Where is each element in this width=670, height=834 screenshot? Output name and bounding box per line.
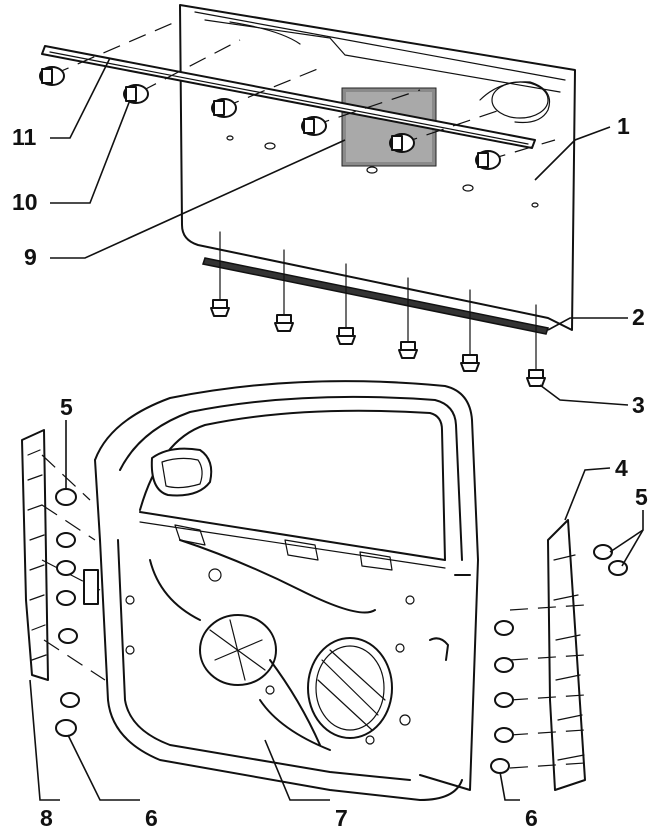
- right-clips: [490, 544, 628, 774]
- callout-5-right: 5: [635, 484, 648, 510]
- clip: [39, 66, 65, 86]
- mirror: [150, 447, 213, 497]
- bottom-seal-strip: [202, 257, 549, 335]
- screw: [526, 369, 546, 387]
- clip: [211, 98, 237, 118]
- clip: [494, 727, 514, 743]
- screw: [460, 354, 480, 372]
- callout-6-left: 6: [145, 805, 158, 831]
- callout-10: 10: [12, 189, 38, 215]
- clip: [593, 544, 613, 560]
- callout-7: 7: [335, 805, 348, 831]
- door-shell: [94, 380, 479, 801]
- clip: [389, 133, 415, 153]
- window-regulator: [149, 539, 376, 751]
- screw: [210, 299, 230, 317]
- callout-6-right: 6: [525, 805, 538, 831]
- window-strip: [41, 45, 536, 149]
- left-trim-strip: [21, 429, 106, 681]
- callout-1: 1: [617, 113, 630, 139]
- clip: [494, 692, 514, 708]
- clip: [301, 116, 327, 136]
- trim-clips: [39, 66, 501, 170]
- clip: [123, 84, 149, 104]
- screw: [274, 314, 294, 332]
- speaker-opening: [307, 637, 393, 739]
- clip: [494, 657, 514, 673]
- clip: [60, 692, 80, 708]
- callout-4: 4: [615, 455, 628, 481]
- screw: [336, 327, 356, 345]
- clip: [55, 719, 77, 737]
- left-clips: [55, 488, 99, 737]
- callout-3: 3: [632, 392, 645, 418]
- trim-panel: [179, 4, 576, 331]
- right-trim-strip: [509, 519, 586, 791]
- clip: [58, 628, 78, 644]
- clip: [56, 560, 76, 576]
- callout-11: 11: [12, 124, 37, 150]
- callout-labels: 1 2 3 4 5 5 8 6 7 6 9 10 11: [12, 113, 648, 831]
- clip: [475, 150, 501, 170]
- clip: [56, 590, 76, 606]
- callout-9: 9: [24, 244, 37, 270]
- clip-alignment-lines: [51, 19, 556, 161]
- screw: [398, 341, 418, 359]
- clip: [55, 488, 77, 506]
- leader-lines: [29, 57, 644, 801]
- clip: [494, 620, 514, 636]
- callout-2: 2: [632, 304, 645, 330]
- insulation-pad: [341, 87, 437, 167]
- clip: [56, 532, 76, 548]
- clip: [490, 758, 510, 774]
- callout-8: 8: [40, 805, 53, 831]
- callout-5-left: 5: [60, 394, 73, 420]
